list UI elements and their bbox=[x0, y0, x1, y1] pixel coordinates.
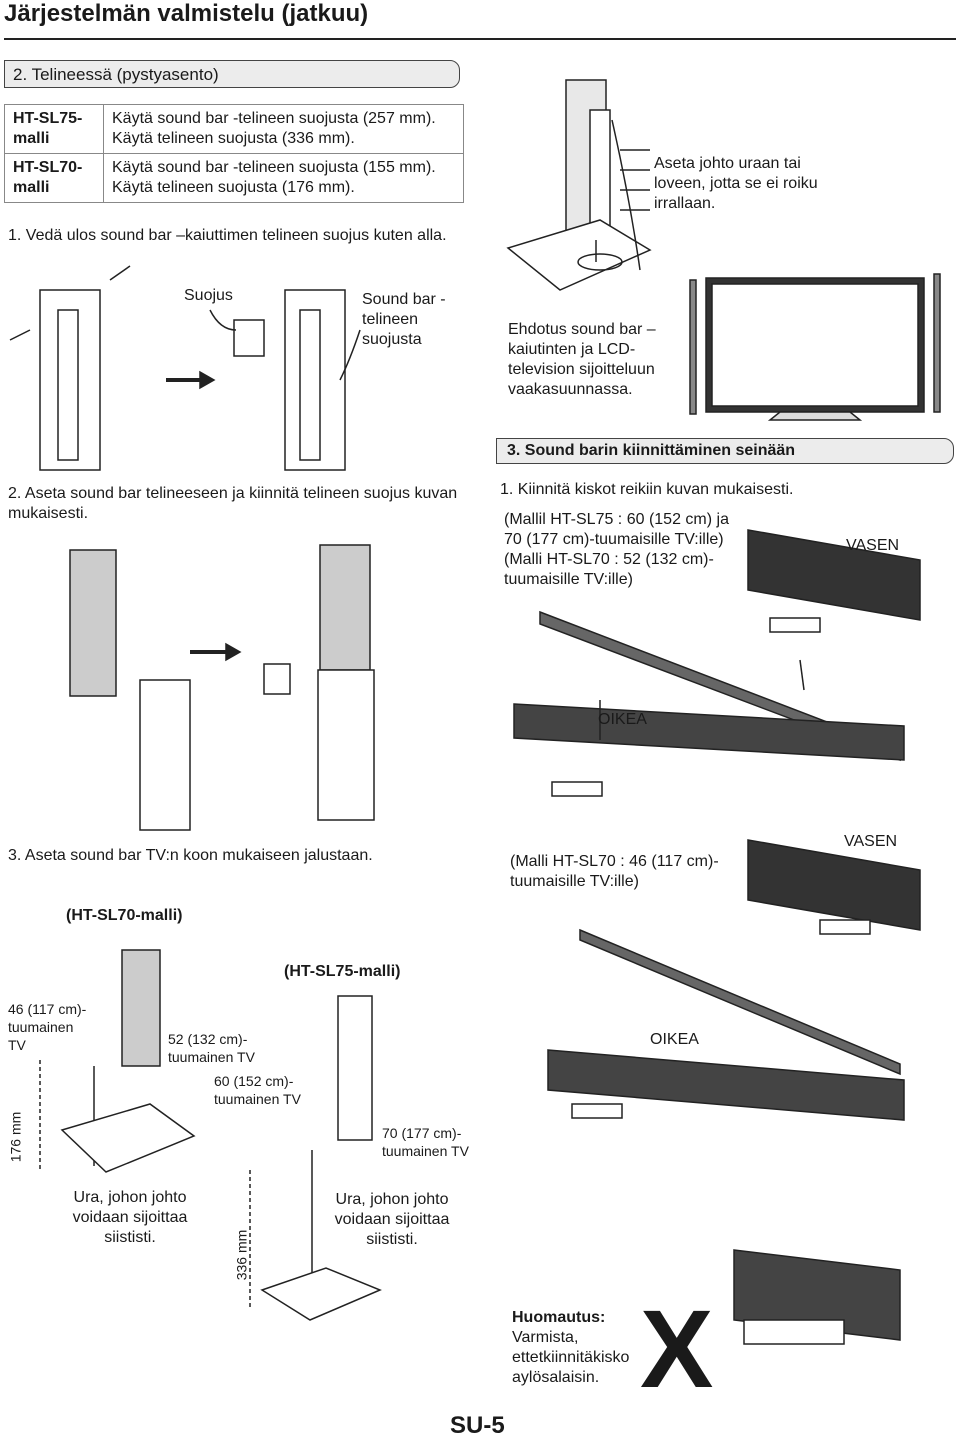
wall-bracket-illustration-1 bbox=[513, 529, 921, 797]
model-label-sl75: (HT-SL75-malli) bbox=[284, 963, 401, 980]
model-line: Käytä sound bar -telineen suojusta (155 … bbox=[112, 159, 436, 176]
title-rule bbox=[4, 38, 956, 40]
label-oikea-1: OIKEA bbox=[598, 711, 647, 728]
model-table: HT-SL75-malli Käytä sound bar -telineen … bbox=[4, 104, 464, 203]
table-row: HT-SL75-malli Käytä sound bar -telineen … bbox=[4, 104, 464, 154]
tv-size-52: 52 (132 cm)- tuumainen TV bbox=[168, 1031, 255, 1065]
section-heading-wall: 3. Sound barin kiinnittäminen seinään bbox=[496, 438, 954, 464]
label-vasen-1: VASEN bbox=[846, 537, 900, 554]
note-title: Huomautus: bbox=[512, 1309, 606, 1326]
model-label-sl70: (HT-SL70-malli) bbox=[66, 907, 183, 924]
tv-size-70: 70 (177 cm)- tuumainen TV bbox=[382, 1125, 469, 1159]
section-heading-stand: 2. Telineessä (pystyasento) bbox=[4, 60, 460, 88]
cover-attach-illustration bbox=[69, 544, 375, 831]
model-line: Käytä telineen suojusta (336 mm). bbox=[112, 130, 355, 147]
tv-size-46: 46 (117 cm)- tuumainen TV bbox=[8, 1001, 87, 1053]
groove-note-left: Ura, johon johto voidaan sijoittaa siist… bbox=[72, 1189, 188, 1246]
models-note-1: (Mallil HT-SL75 : 60 (152 cm) ja 70 (177… bbox=[504, 511, 729, 588]
label-vasen-2: VASEN bbox=[844, 833, 898, 850]
tv-size-60: 60 (152 cm)- tuumainen TV bbox=[214, 1073, 301, 1107]
height-336mm: 336 mm bbox=[233, 1229, 250, 1281]
page-title: Järjestelmän valmistelu (jatkuu) bbox=[4, 0, 369, 27]
wall-step-1-text: 1. Kiinnitä kiskot reikiin kuvan mukaise… bbox=[500, 481, 794, 498]
model-line: Käytä sound bar -telineen suojusta (257 … bbox=[112, 110, 436, 127]
model-name: HT-SL70-malli bbox=[4, 153, 104, 203]
models-note-2: (Malli HT-SL70 : 46 (117 cm)-tuumaisille… bbox=[510, 853, 719, 890]
label-oikea-2: OIKEA bbox=[650, 1031, 699, 1048]
model-description: Käytä sound bar -telineen suojusta (155 … bbox=[103, 153, 464, 203]
stand-height-illustration bbox=[39, 949, 382, 1321]
cable-note: Aseta johto uraan tai loveen, jotta se e… bbox=[654, 155, 818, 212]
cover-removal-illustration bbox=[9, 265, 361, 471]
model-description: Käytä sound bar -telineen suojusta (257 … bbox=[103, 104, 464, 154]
groove-note-right: Ura, johon johto voidaan sijoittaa siist… bbox=[334, 1191, 450, 1248]
tv-placement-illustration bbox=[689, 273, 941, 421]
stand-cable-illustration bbox=[506, 79, 652, 291]
wrong-mark: X bbox=[640, 1288, 714, 1411]
table-row: HT-SL70-malli Käytä sound bar -telineen … bbox=[4, 153, 464, 203]
label-suojus: Suojus bbox=[184, 287, 233, 304]
wall-bracket-illustration-2 bbox=[547, 839, 921, 1345]
step-1-text: 1. Vedä ulos sound bar –kaiuttimen telin… bbox=[8, 227, 447, 244]
note-text: Varmista, ettetkiinnitäkisko aylösalaisi… bbox=[512, 1329, 630, 1386]
step-2-text: 2. Aseta sound bar telineeseen ja kiinni… bbox=[8, 485, 458, 522]
placement-note: Ehdotus sound bar – kaiutinten ja LCD-te… bbox=[508, 321, 656, 398]
model-line: Käytä telineen suojusta (176 mm). bbox=[112, 179, 355, 196]
page-number: SU-5 bbox=[450, 1412, 505, 1439]
label-soundbar-cover: Sound bar - telineen suojusta bbox=[362, 291, 446, 348]
height-176mm: 176 mm bbox=[7, 1111, 24, 1163]
step-3-text: 3. Aseta sound bar TV:n koon mukaiseen j… bbox=[8, 847, 373, 864]
